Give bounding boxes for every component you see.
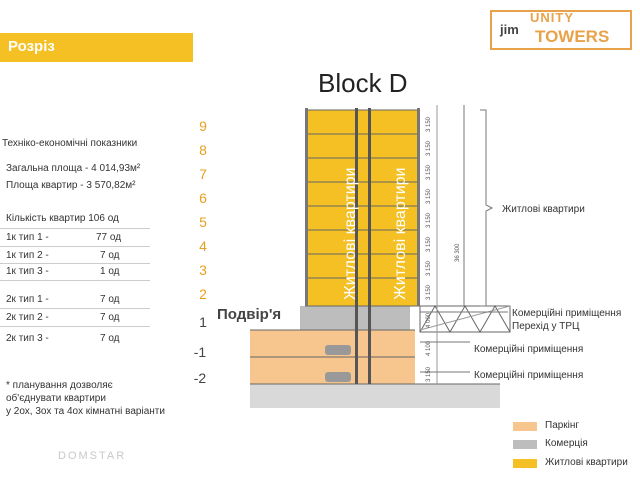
building-label-left: Житлові квартири bbox=[342, 167, 359, 300]
floor-number: 3 bbox=[199, 262, 207, 278]
type-value: 7 од bbox=[100, 250, 120, 261]
dimension-label: 3 150 bbox=[426, 164, 432, 180]
commercial-label: Комерційні приміщення bbox=[474, 344, 584, 355]
dimension-label: 3 150 bbox=[426, 212, 432, 228]
type-label: 2к тип 2 - bbox=[6, 312, 49, 323]
divider bbox=[0, 308, 150, 309]
commercial-floor bbox=[320, 306, 410, 330]
floor-number: 5 bbox=[199, 214, 207, 230]
legend-swatch-parking bbox=[513, 422, 537, 431]
dimension-label: 3 150 bbox=[426, 366, 432, 382]
dimension-label: 3 150 bbox=[426, 116, 432, 132]
header-bar bbox=[0, 33, 193, 62]
floor-number: 7 bbox=[199, 166, 207, 182]
note-line: у 2ох, 3ох та 4ох кімнатні варіанти bbox=[6, 406, 165, 417]
dimension-total: 36 300 bbox=[455, 243, 461, 262]
type-value: 77 од bbox=[96, 232, 122, 243]
legend-label: Паркінг bbox=[545, 420, 580, 431]
dimension-label: 3 150 bbox=[426, 236, 432, 252]
note-line: * планування дозволяє bbox=[6, 380, 113, 391]
total-area: Загальна площа - 4 014,93м² bbox=[6, 163, 141, 174]
type-label: 1к тип 3 - bbox=[6, 266, 49, 277]
dimension-label: 4 000 bbox=[426, 312, 432, 328]
residential-label: Житлові квартири bbox=[502, 204, 585, 215]
type-value: 7 од bbox=[100, 312, 120, 323]
commercial-label: Комерційні приміщення bbox=[474, 370, 584, 381]
type-value: 7 од bbox=[100, 333, 120, 344]
apartment-area: Площа квартир - 3 570,82м² bbox=[6, 180, 136, 191]
ground-slab bbox=[250, 384, 500, 408]
legend-label: Комерція bbox=[545, 438, 588, 449]
residential-floors bbox=[307, 110, 417, 306]
divider bbox=[0, 280, 150, 281]
divider bbox=[0, 228, 150, 229]
logo-jim-text: jim bbox=[500, 22, 519, 37]
transition-label: Перехід у ТРЦ bbox=[512, 321, 580, 332]
tech-heading: Техніко-економічні показники bbox=[2, 138, 138, 149]
logo-unity-text: UNITY bbox=[530, 10, 574, 25]
commercial-label: Комерційні приміщення bbox=[512, 308, 622, 319]
legend-label: Житлові квартири bbox=[545, 457, 628, 468]
divider bbox=[0, 246, 150, 247]
divider bbox=[0, 263, 150, 264]
floor-number: 2 bbox=[199, 286, 207, 302]
divider bbox=[0, 326, 150, 327]
dimension-label: 4 100 bbox=[426, 340, 432, 356]
floor-number: 1 bbox=[199, 314, 207, 330]
watermark: DOMSTAR bbox=[58, 450, 127, 462]
building-label-right: Житлові квартири bbox=[392, 167, 409, 300]
commercial-floor bbox=[300, 306, 320, 330]
floor-number: 8 bbox=[199, 142, 207, 158]
dimension-label: 3 150 bbox=[426, 188, 432, 204]
dimension-label: 3 150 bbox=[426, 140, 432, 156]
type-label: 2к тип 3 - bbox=[6, 333, 49, 344]
page-title: Розріз bbox=[8, 38, 55, 55]
type-label: 2к тип 1 - bbox=[6, 294, 49, 305]
type-label: 1к тип 1 - bbox=[6, 232, 49, 243]
type-label: 1к тип 2 - bbox=[6, 250, 49, 261]
floor-number: -2 bbox=[193, 370, 207, 386]
dimension-label: 3 150 bbox=[426, 284, 432, 300]
floor-number: -1 bbox=[193, 344, 207, 360]
floor-number: 9 bbox=[199, 118, 207, 134]
type-value: 1 од bbox=[100, 266, 120, 277]
type-value: 7 од bbox=[100, 294, 120, 305]
legend-swatch-residential bbox=[513, 459, 537, 468]
apartment-count: Кількість квартир 106 од bbox=[6, 213, 119, 224]
logo bbox=[490, 10, 632, 50]
legend-swatch-commercial bbox=[513, 440, 537, 449]
dimension-label: 3 150 bbox=[426, 260, 432, 276]
floor-number: 4 bbox=[199, 238, 207, 254]
logo-towers-text: TOWERS bbox=[535, 27, 610, 46]
floor-number: 6 bbox=[199, 190, 207, 206]
courtyard-label: Подвір'я bbox=[217, 306, 282, 323]
note-line: об'єднувати квартири bbox=[6, 393, 106, 404]
block-title: Block D bbox=[318, 68, 408, 98]
